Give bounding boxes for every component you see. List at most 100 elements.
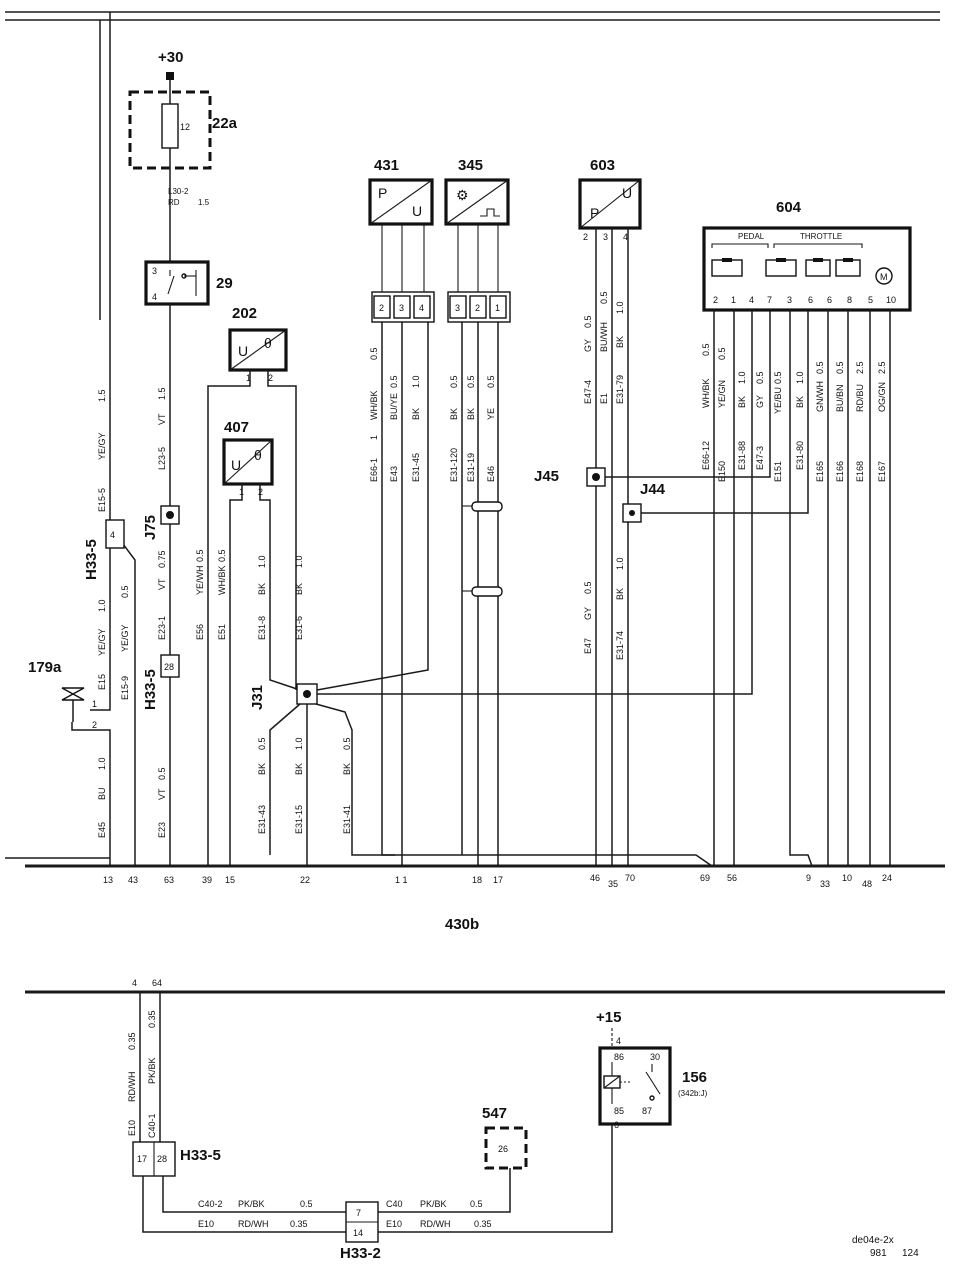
svg-text:GY: GY: [755, 395, 765, 408]
svg-text:1.0: 1.0: [97, 757, 107, 770]
svg-text:7: 7: [767, 295, 772, 305]
wire-labels-j31: 0.5 BK E31-43 1.0 BK E31-15 0.5 BK E31-4…: [257, 737, 352, 834]
sensor-431: P U 431 2 3 4: [368, 157, 435, 866]
svg-text:θ: θ: [264, 335, 272, 351]
svg-text:2: 2: [475, 303, 480, 313]
svg-text:39: 39: [202, 875, 212, 885]
svg-text:30: 30: [650, 1052, 660, 1062]
svg-text:E51: E51: [217, 624, 227, 640]
svg-text:1.0: 1.0: [294, 555, 304, 568]
svg-text:17: 17: [493, 875, 503, 885]
svg-text:5: 5: [868, 295, 873, 305]
svg-text:YE/GY: YE/GY: [120, 624, 130, 652]
svg-text:E10: E10: [198, 1219, 214, 1229]
svg-text:BK: BK: [294, 583, 304, 595]
svg-text:43: 43: [128, 875, 138, 885]
label-345: 345: [458, 157, 483, 174]
bus-2: 4 64: [25, 978, 945, 1142]
svg-text:BK: BK: [342, 763, 352, 775]
svg-text:P: P: [378, 185, 387, 201]
wire-labels-202-407: 0.5 YE/WH E56 0.5 WH/BK E51 1.0 BK E31-8…: [195, 549, 304, 640]
svg-text:3: 3: [787, 295, 792, 305]
svg-text:3: 3: [399, 303, 404, 313]
svg-text:E31-43: E31-43: [257, 805, 267, 834]
svg-text:GY: GY: [583, 339, 593, 352]
svg-text:1: 1: [495, 303, 500, 313]
svg-text:35: 35: [608, 879, 618, 889]
svg-text:0.5: 0.5: [257, 737, 267, 750]
svg-text:0.75: 0.75: [157, 550, 167, 568]
svg-text:1.0: 1.0: [737, 371, 747, 384]
svg-text:7: 7: [356, 1208, 361, 1218]
relay-156-note: (342b:J): [678, 1089, 708, 1098]
svg-text:0.5: 0.5: [342, 737, 352, 750]
footer-code: de04e-2x: [852, 1235, 894, 1246]
svg-text:0.5: 0.5: [449, 375, 459, 388]
svg-text:0.5: 0.5: [701, 343, 711, 356]
junction-j45: J45: [534, 468, 559, 485]
svg-text:YE/GY: YE/GY: [97, 628, 107, 656]
svg-text:2: 2: [713, 295, 718, 305]
svg-text:4: 4: [616, 1036, 621, 1046]
svg-text:0.5: 0.5: [217, 549, 227, 562]
component-547: 547 26: [482, 1105, 528, 1170]
svg-text:0.5: 0.5: [583, 315, 593, 328]
wire-labels-431: 0.5 WH/BK 1 E66-1 0.5 BU/YE E43 1.0 BK E…: [369, 347, 421, 482]
svg-text:1.5: 1.5: [157, 387, 167, 400]
svg-text:E1: E1: [599, 393, 609, 404]
svg-text:E23-1: E23-1: [157, 616, 167, 640]
svg-text:GY: GY: [583, 607, 593, 620]
svg-text:E31-88: E31-88: [737, 441, 747, 470]
svg-text:VT: VT: [157, 578, 167, 590]
svg-text:GN/WH: GN/WH: [815, 381, 825, 412]
svg-text:3: 3: [455, 303, 460, 313]
label-h33-5-bottom: H33-5: [180, 1147, 221, 1164]
svg-text:E151: E151: [773, 461, 783, 482]
wire-labels-bottom: C40-2 PK/BK 0.5 E10 RD/WH 0.35 C40 PK/BK…: [198, 1199, 492, 1229]
svg-text:BK: BK: [615, 336, 625, 348]
svg-text:0.35: 0.35: [147, 1010, 157, 1028]
label-202: 202: [232, 305, 257, 322]
svg-text:6: 6: [614, 1120, 619, 1130]
svg-text:E31-120: E31-120: [449, 448, 459, 482]
svg-text:RD/WH: RD/WH: [420, 1219, 451, 1229]
svg-text:E46: E46: [486, 466, 496, 482]
svg-text:E10: E10: [127, 1120, 137, 1136]
svg-text:BU/YE: BU/YE: [389, 393, 399, 420]
svg-text:E47-3: E47-3: [755, 446, 765, 470]
supply-plus15: +15: [596, 1009, 621, 1026]
svg-text:87: 87: [642, 1106, 652, 1116]
svg-text:OG/GN: OG/GN: [877, 382, 887, 412]
svg-text:VT: VT: [157, 413, 167, 425]
svg-text:E66-1: E66-1: [369, 458, 379, 482]
svg-text:13: 13: [103, 875, 113, 885]
svg-text:4: 4: [110, 530, 115, 540]
label-h33-2: H33-2: [340, 1245, 381, 1262]
svg-text:1.0: 1.0: [411, 375, 421, 388]
svg-text:E47: E47: [583, 638, 593, 654]
svg-text:0.5: 0.5: [486, 375, 496, 388]
svg-text:PEDAL: PEDAL: [738, 232, 765, 241]
svg-text:E31-74: E31-74: [615, 631, 625, 660]
svg-text:BK: BK: [411, 408, 421, 420]
svg-text:E31-45: E31-45: [411, 453, 421, 482]
label-604: 604: [776, 199, 802, 216]
svg-text:28: 28: [164, 662, 174, 672]
svg-text:J75: J75: [142, 515, 159, 540]
svg-text:E23: E23: [157, 822, 167, 838]
bus1-pins: 13 43 63 39 15 22 1 1 18 17 46 35 70 69 …: [103, 873, 892, 889]
svg-text:0.5: 0.5: [815, 361, 825, 374]
bus-430b: 430b: [5, 857, 945, 933]
svg-text:YE/WH: YE/WH: [195, 565, 205, 595]
label-603: 603: [590, 157, 615, 174]
wire-labels-603: 0.5 GY E47-4 0.5 BU/WH E1 1.0 BK E31-79 …: [583, 291, 625, 660]
svg-text:1.0: 1.0: [294, 737, 304, 750]
label-431: 431: [374, 157, 399, 174]
svg-text:2: 2: [583, 232, 588, 242]
svg-text:E31-6: E31-6: [294, 616, 304, 640]
fuse-wire-id: L30-2: [168, 187, 189, 196]
svg-text:E15: E15: [97, 674, 107, 690]
svg-text:1: 1: [246, 373, 251, 383]
svg-text:8: 8: [847, 295, 852, 305]
footer-page-a: 981: [870, 1248, 887, 1259]
